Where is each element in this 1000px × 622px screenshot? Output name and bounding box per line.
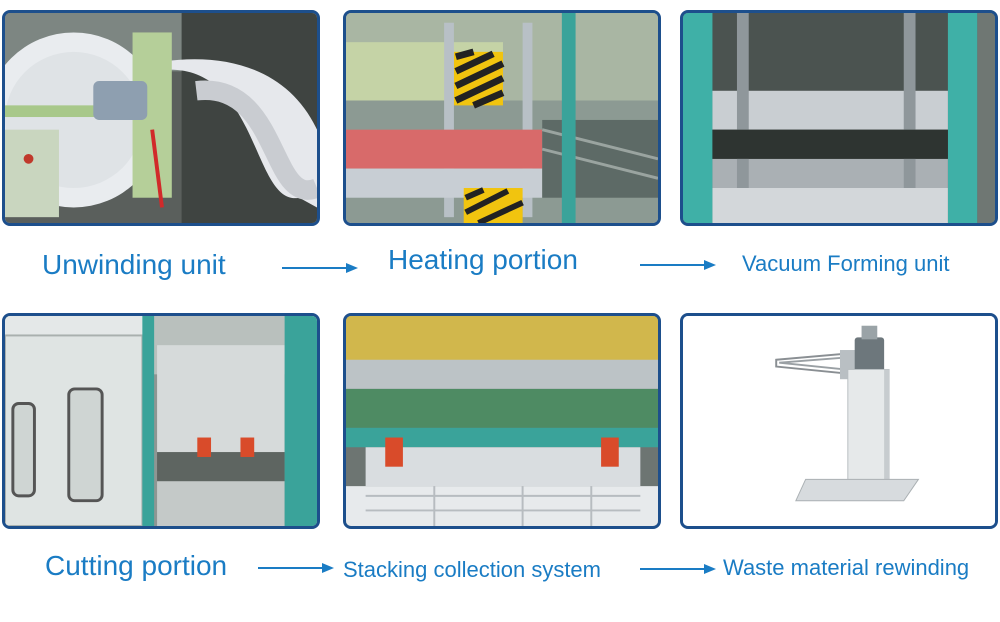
unwinding-unit-photo: [2, 10, 320, 226]
vacuum-forming-unit-photo: [680, 10, 998, 226]
waste-material-rewinding-photo: [680, 313, 998, 529]
arrow-right-icon: [282, 261, 358, 275]
cutting-portion-photo: [2, 313, 320, 529]
step-label: Stacking collection system: [343, 557, 601, 582]
step-label: Unwinding unit: [42, 249, 226, 280]
heating-portion-photo: [343, 10, 661, 226]
step-label: Heating portion: [388, 244, 578, 275]
stacking-collection-system-photo: [343, 313, 661, 529]
arrow-right-icon: [640, 258, 716, 272]
step-label: Vacuum Forming unit: [742, 251, 950, 276]
arrow-right-icon: [640, 562, 716, 576]
arrow-right-icon: [258, 561, 334, 575]
step-label: Waste material rewinding: [723, 555, 970, 580]
step-label: Cutting portion: [45, 550, 228, 581]
